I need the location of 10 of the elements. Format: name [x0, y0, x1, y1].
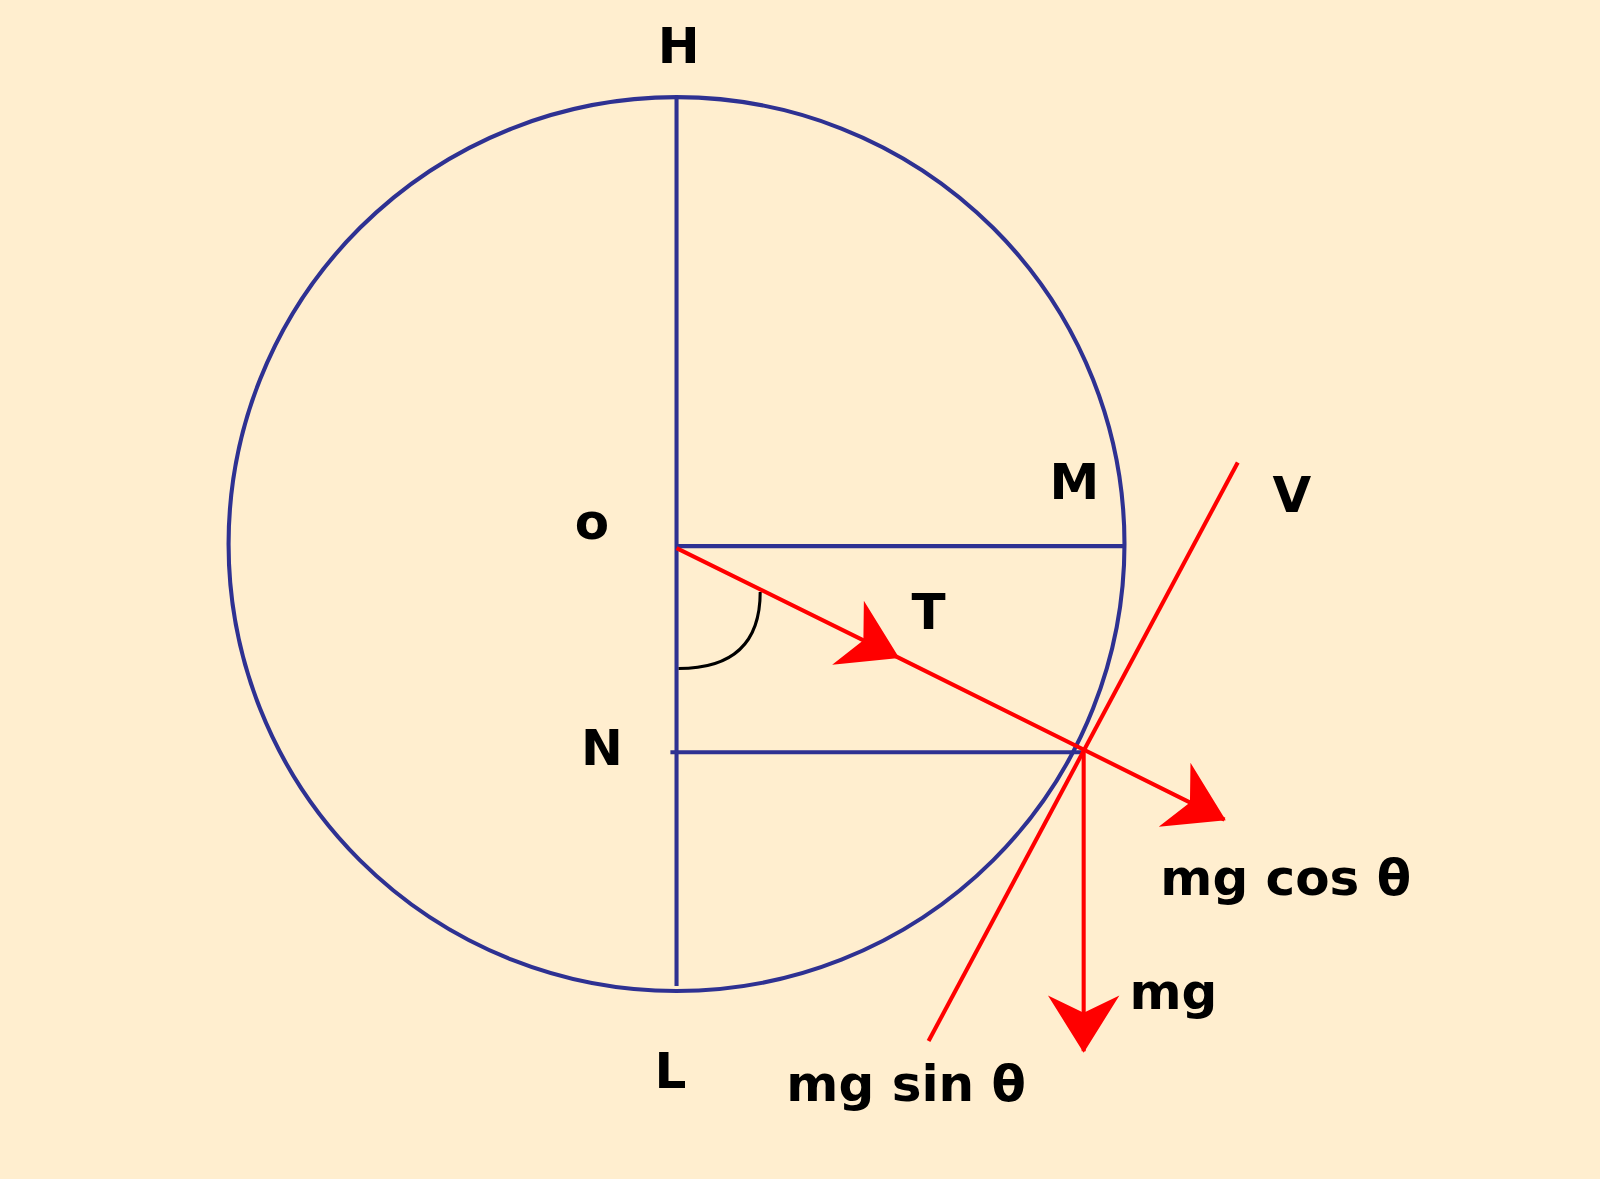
force-label: mg	[1129, 966, 1218, 1017]
tension-label: T	[911, 587, 946, 638]
point-label: H	[657, 20, 700, 71]
force-label: mg cos θ	[1160, 852, 1412, 903]
point-label: M	[1049, 456, 1100, 507]
point-label: N	[581, 722, 623, 773]
velocity-label: V	[1272, 469, 1312, 520]
point-label: L	[654, 1046, 687, 1097]
force-label: mg sin θ	[786, 1058, 1026, 1109]
point-label: o	[574, 497, 609, 548]
